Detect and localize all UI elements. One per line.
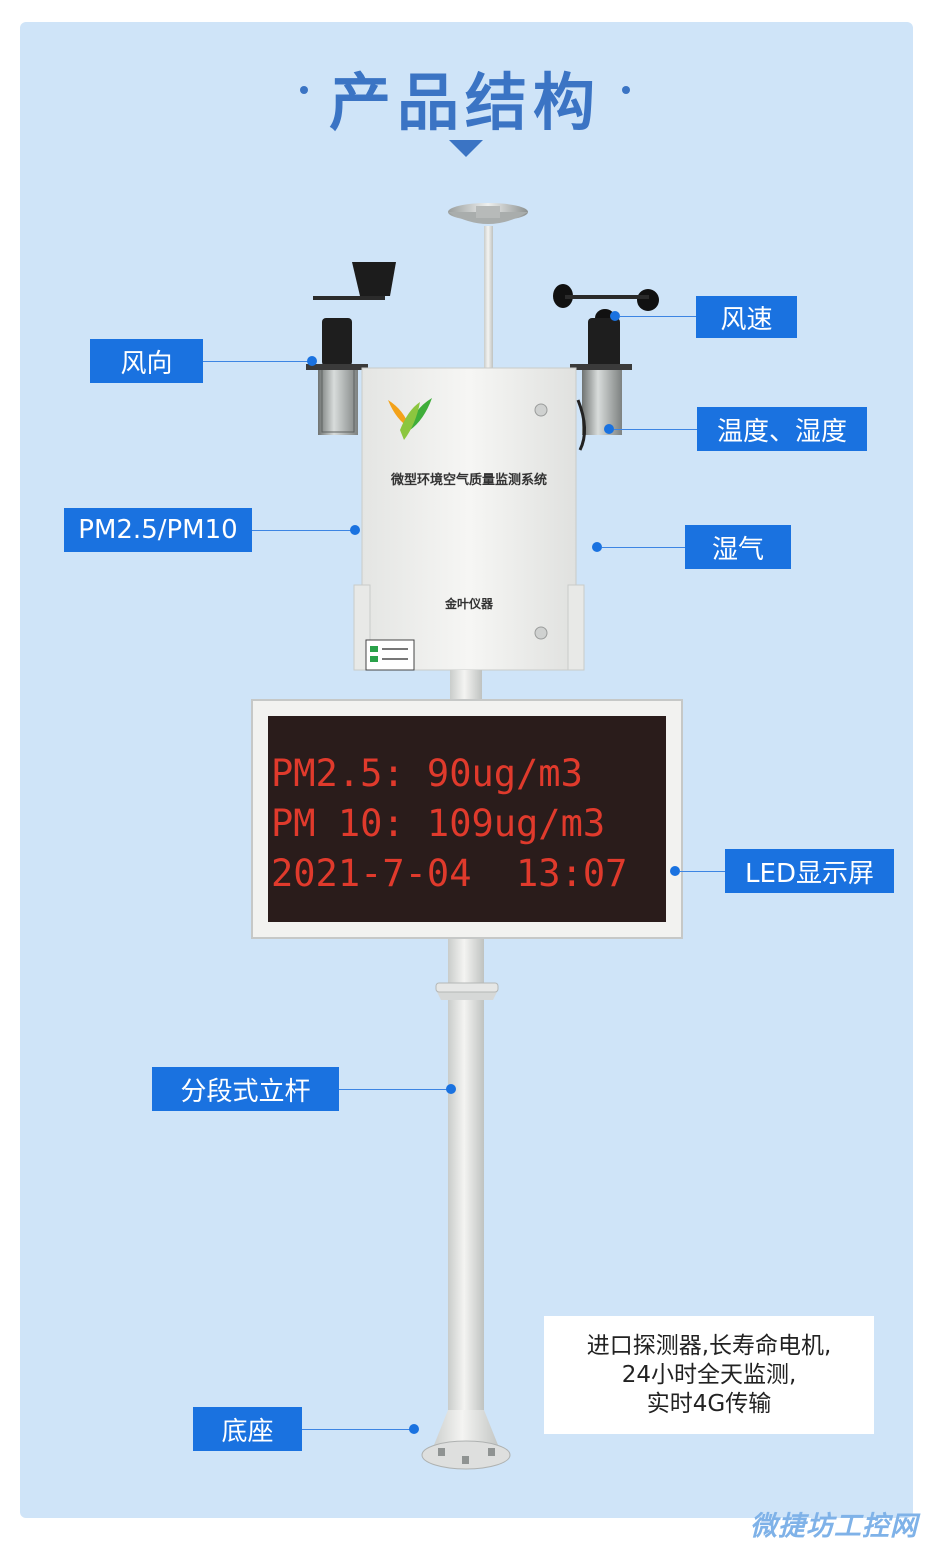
- marker-wind-speed: [610, 311, 620, 321]
- marker-pole: [446, 1084, 456, 1094]
- leader-base: [302, 1429, 410, 1430]
- leader-pole: [339, 1089, 447, 1090]
- watermark: 微捷坊工控网: [750, 1511, 918, 1542]
- label-wind-speed: 风速: [696, 296, 797, 338]
- marker-moisture: [592, 542, 602, 552]
- title-dot-right: [622, 86, 630, 94]
- leader-temp-humidity: [614, 429, 697, 430]
- title-dot-left: [300, 86, 308, 94]
- marker-base: [409, 1424, 419, 1434]
- chevron-down-icon: [449, 140, 483, 157]
- brand-logo-icon: [388, 398, 432, 440]
- marker-temp-humidity: [604, 424, 614, 434]
- marker-pm: [350, 525, 360, 535]
- label-led-screen: LED显示屏: [725, 849, 894, 893]
- feature-note-line-2: 24小时全天监测,: [621, 1361, 797, 1388]
- base-flange: [421, 1410, 511, 1470]
- cabinet-maker-text: 金叶仪器: [444, 596, 494, 611]
- wind-vane-sensor: [306, 262, 396, 435]
- led-screen: PM2.5: 90ug/m3 PM 10: 109ug/m3 2021-7-04…: [251, 699, 683, 939]
- anemometer-sensor: [553, 284, 659, 451]
- led-line-1: PM2.5: 90ug/m3: [271, 752, 583, 795]
- label-base: 底座: [193, 1407, 302, 1451]
- page-title: 产品结构: [328, 66, 601, 139]
- feature-note: 进口探测器,长寿命电机, 24小时全天监测, 实时4G传输: [544, 1316, 874, 1434]
- label-moisture: 湿气: [685, 525, 791, 569]
- led-line-2: PM 10: 109ug/m3: [271, 802, 605, 845]
- leader-pm: [252, 530, 352, 531]
- cabinet-brand-text: 微型环境空气质量监测系统: [390, 472, 547, 488]
- leader-wind-speed: [620, 316, 696, 317]
- leader-led-screen: [680, 871, 725, 872]
- leader-moisture: [602, 547, 685, 548]
- label-wind-direction: 风向: [90, 339, 203, 383]
- marker-led-screen: [670, 866, 680, 876]
- marker-wind-direction: [307, 356, 317, 366]
- label-temp-humidity: 温度、湿度: [697, 407, 867, 451]
- label-pm: PM2.5/PM10: [64, 508, 252, 552]
- monitoring-cabinet: [353, 367, 585, 671]
- feature-note-line-1: 进口探测器,长寿命电机,: [586, 1332, 832, 1359]
- leader-wind-direction: [203, 361, 309, 362]
- feature-note-line-3: 实时4G传输: [646, 1390, 772, 1417]
- top-sensor: [448, 203, 528, 368]
- led-line-3: 2021-7-04 13:07: [271, 852, 627, 895]
- label-pole: 分段式立杆: [152, 1067, 339, 1111]
